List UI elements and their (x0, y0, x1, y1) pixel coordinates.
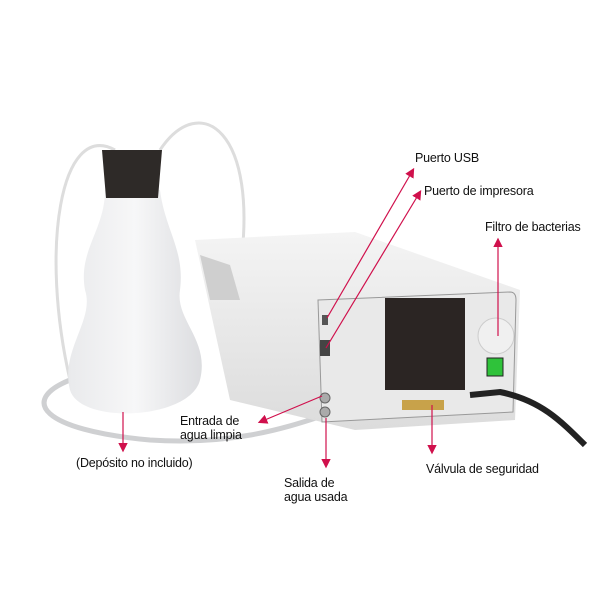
printer-port (320, 340, 330, 356)
label-tank-note: (Depósito no incluido) (76, 456, 193, 470)
power-cord (469, 388, 588, 448)
label-line: agua limpia (180, 428, 242, 442)
label-used-water-outlet: Salida de agua usada (284, 476, 348, 504)
label-safety-valve: Válvula de seguridad (426, 462, 539, 476)
tube (41, 377, 326, 444)
label-line: agua usada (284, 490, 348, 504)
tube (54, 144, 116, 381)
usb-port (322, 315, 328, 325)
arrow-usb (326, 167, 415, 319)
label-usb-port: Puerto USB (415, 151, 480, 165)
inlet-connector (319, 392, 331, 404)
label-bacteria-filter: Filtro de bacterias (485, 220, 581, 234)
bacteria-filter (477, 317, 515, 355)
safety-valve (402, 400, 444, 410)
label-line: Entrada de (180, 414, 240, 428)
label-printer-port: Puerto de impresora (424, 184, 534, 198)
side-vents (200, 255, 240, 300)
fan-grille (385, 298, 465, 390)
bottle-stopper (102, 150, 162, 198)
label-clean-water-inlet: Entrada de agua limpia (180, 414, 242, 442)
label-line: Salida de (284, 476, 335, 490)
outlet-connector (319, 406, 331, 418)
power-switch (486, 357, 504, 377)
arrow-inlet (257, 395, 323, 424)
water-bottle (68, 190, 202, 414)
arrow-printer (325, 189, 422, 349)
